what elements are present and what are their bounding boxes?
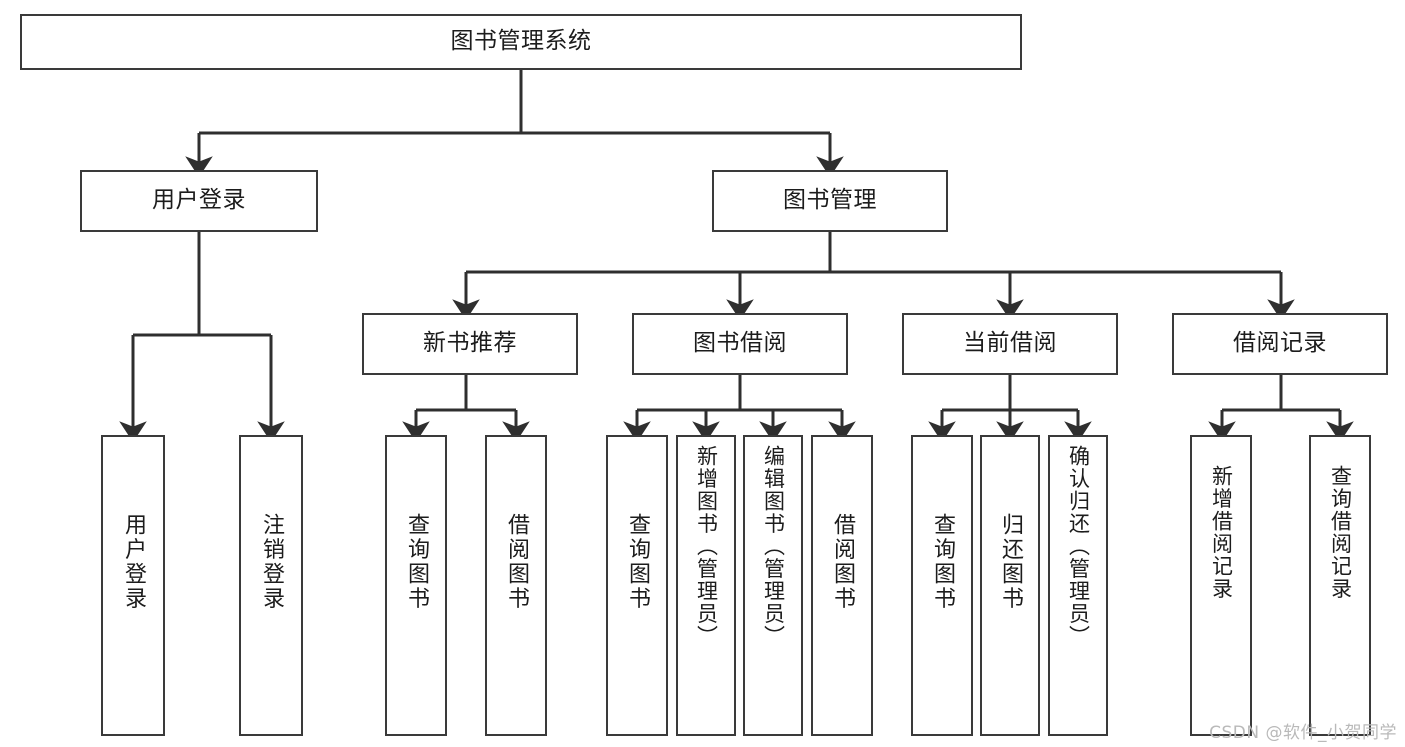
node-user-login-label: 用户登录	[152, 187, 246, 214]
node-borrow-record[interactable]: 借阅记录	[1172, 313, 1388, 375]
node-leaf-borrow-book-2[interactable]: 借阅图书	[811, 435, 873, 736]
node-leaf-user-login-label: 用户登录	[121, 513, 146, 611]
node-borrow-record-label: 借阅记录	[1233, 330, 1327, 357]
node-leaf-logout-label: 注销登录	[259, 513, 284, 611]
node-root-label: 图书管理系统	[450, 28, 592, 55]
node-leaf-query-book-2-label: 查询图书	[625, 513, 650, 611]
node-leaf-query-book-1-label: 查询图书	[404, 513, 429, 611]
node-leaf-add-record-label: 新增借阅记录	[1209, 465, 1234, 600]
node-leaf-return-book[interactable]: 归还图书	[980, 435, 1040, 736]
node-new-book-rec-label: 新书推荐	[423, 330, 517, 357]
node-leaf-confirm-return-label: 确认归还（管理员）	[1066, 445, 1091, 648]
node-book-borrow[interactable]: 图书借阅	[632, 313, 848, 375]
node-leaf-add-book[interactable]: 新增图书（管理员）	[676, 435, 736, 736]
node-current-borrow[interactable]: 当前借阅	[902, 313, 1118, 375]
csdn-watermark: CSDN @软件_小贺同学	[1209, 723, 1397, 743]
node-leaf-return-book-label: 归还图书	[998, 513, 1023, 611]
node-leaf-edit-book-label: 编辑图书（管理员）	[761, 445, 786, 648]
node-current-borrow-label: 当前借阅	[963, 330, 1057, 357]
node-book-manage[interactable]: 图书管理	[712, 170, 948, 232]
node-user-login[interactable]: 用户登录	[80, 170, 318, 232]
node-root[interactable]: 图书管理系统	[20, 14, 1022, 70]
node-leaf-borrow-book-1-label: 借阅图书	[504, 513, 529, 611]
node-book-manage-label: 图书管理	[783, 187, 877, 214]
node-leaf-borrow-book-1[interactable]: 借阅图书	[485, 435, 547, 736]
node-leaf-query-record-label: 查询借阅记录	[1328, 465, 1353, 600]
node-book-borrow-label: 图书借阅	[693, 330, 787, 357]
node-leaf-query-book-3-label: 查询图书	[930, 513, 955, 611]
node-leaf-confirm-return[interactable]: 确认归还（管理员）	[1048, 435, 1108, 736]
node-leaf-user-login[interactable]: 用户登录	[101, 435, 165, 736]
node-leaf-query-book-2[interactable]: 查询图书	[606, 435, 668, 736]
node-leaf-borrow-book-2-label: 借阅图书	[830, 513, 855, 611]
node-leaf-add-book-label: 新增图书（管理员）	[694, 445, 719, 648]
node-new-book-rec[interactable]: 新书推荐	[362, 313, 578, 375]
node-leaf-logout[interactable]: 注销登录	[239, 435, 303, 736]
node-leaf-query-record[interactable]: 查询借阅记录	[1309, 435, 1371, 736]
node-leaf-add-record[interactable]: 新增借阅记录	[1190, 435, 1252, 736]
node-leaf-query-book-1[interactable]: 查询图书	[385, 435, 447, 736]
node-leaf-query-book-3[interactable]: 查询图书	[911, 435, 973, 736]
node-leaf-edit-book[interactable]: 编辑图书（管理员）	[743, 435, 803, 736]
